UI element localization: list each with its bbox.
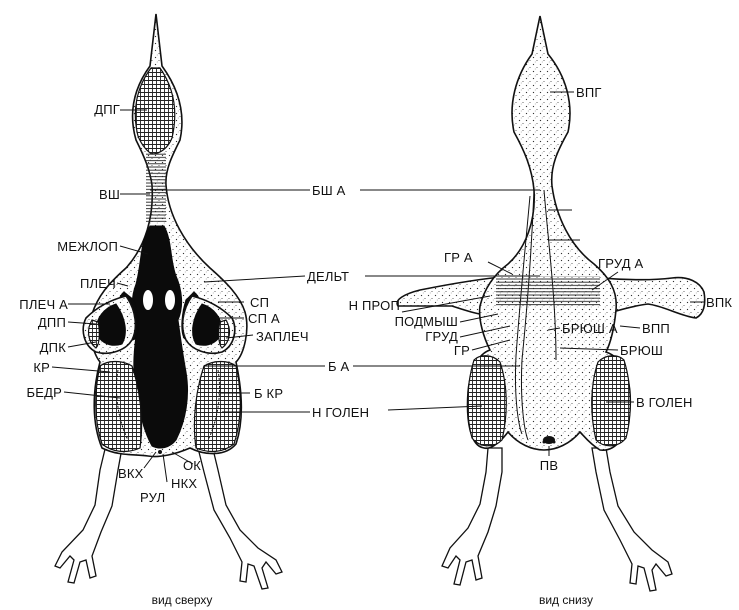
- left-leg-left: [55, 445, 122, 583]
- label-vkh: ВКХ: [118, 466, 144, 481]
- label-v-golen: В ГОЛЕН: [636, 395, 693, 410]
- label-gr: ГР: [454, 343, 470, 358]
- caption-ventral-view: вид снизу: [539, 593, 593, 607]
- label-b-kr: Б КР: [254, 386, 283, 401]
- label-plech: ПЛЕЧ: [80, 276, 116, 291]
- label-bsh-a: БШ А: [312, 183, 346, 198]
- label-bryush: БРЮШ: [620, 343, 663, 358]
- label-b-a: Б А: [328, 359, 350, 374]
- label-plech-a: ПЛЕЧ А: [19, 297, 68, 312]
- label-sp-a: СП А: [248, 311, 280, 326]
- right-leg-left: [442, 448, 502, 585]
- label-rul: РУЛ: [140, 490, 165, 505]
- label-grud-a: ГРУД А: [598, 256, 644, 271]
- right-leg-right: [592, 448, 672, 591]
- label-bedr: БЕДР: [27, 385, 62, 400]
- label-bryush-a: БРЮШ А: [562, 321, 618, 336]
- ventral-pectoral-band: [496, 276, 600, 306]
- ventral-right-thigh: [592, 356, 631, 446]
- label-vpk: ВПК: [706, 295, 732, 310]
- label-dpg: ДПГ: [94, 102, 120, 117]
- left-leg-right: [198, 445, 282, 589]
- label-pv: ПВ: [540, 458, 558, 473]
- dorsal-neck-tract: [146, 152, 166, 222]
- label-sp: СП: [250, 295, 269, 310]
- label-vpp: ВПП: [642, 321, 670, 336]
- label-zaplech: ЗАПЛЕЧ: [256, 329, 309, 344]
- dorsal-left-thigh: [96, 362, 142, 452]
- label-vpg: ВПГ: [576, 85, 602, 100]
- label-grud: ГРУД: [425, 329, 458, 344]
- ventral-left-thigh: [468, 356, 507, 446]
- label-delt: ДЕЛЬТ: [307, 269, 349, 284]
- caption-dorsal-view: вид сверху: [152, 593, 213, 607]
- ventral-view-bird: [397, 16, 705, 591]
- label-vsh: ВШ: [99, 187, 120, 202]
- label-mezhlop: МЕЖЛОП: [57, 239, 118, 254]
- dorsal-view-bird: [55, 14, 282, 589]
- label-n-prop: Н ПРОП: [349, 298, 400, 313]
- label-n-golen: Н ГОЛЕН: [312, 405, 369, 420]
- label-gr-a: ГР А: [444, 250, 473, 265]
- label-kr: КР: [33, 360, 50, 375]
- label-dpk: ДПК: [40, 340, 67, 355]
- label-podmysh: ПОДМЫШ: [395, 314, 458, 329]
- label-dpp: ДПП: [38, 315, 66, 330]
- label-ok: ОК: [183, 458, 201, 473]
- dorsal-right-thigh: [194, 362, 240, 452]
- label-nkh: НКХ: [171, 476, 197, 491]
